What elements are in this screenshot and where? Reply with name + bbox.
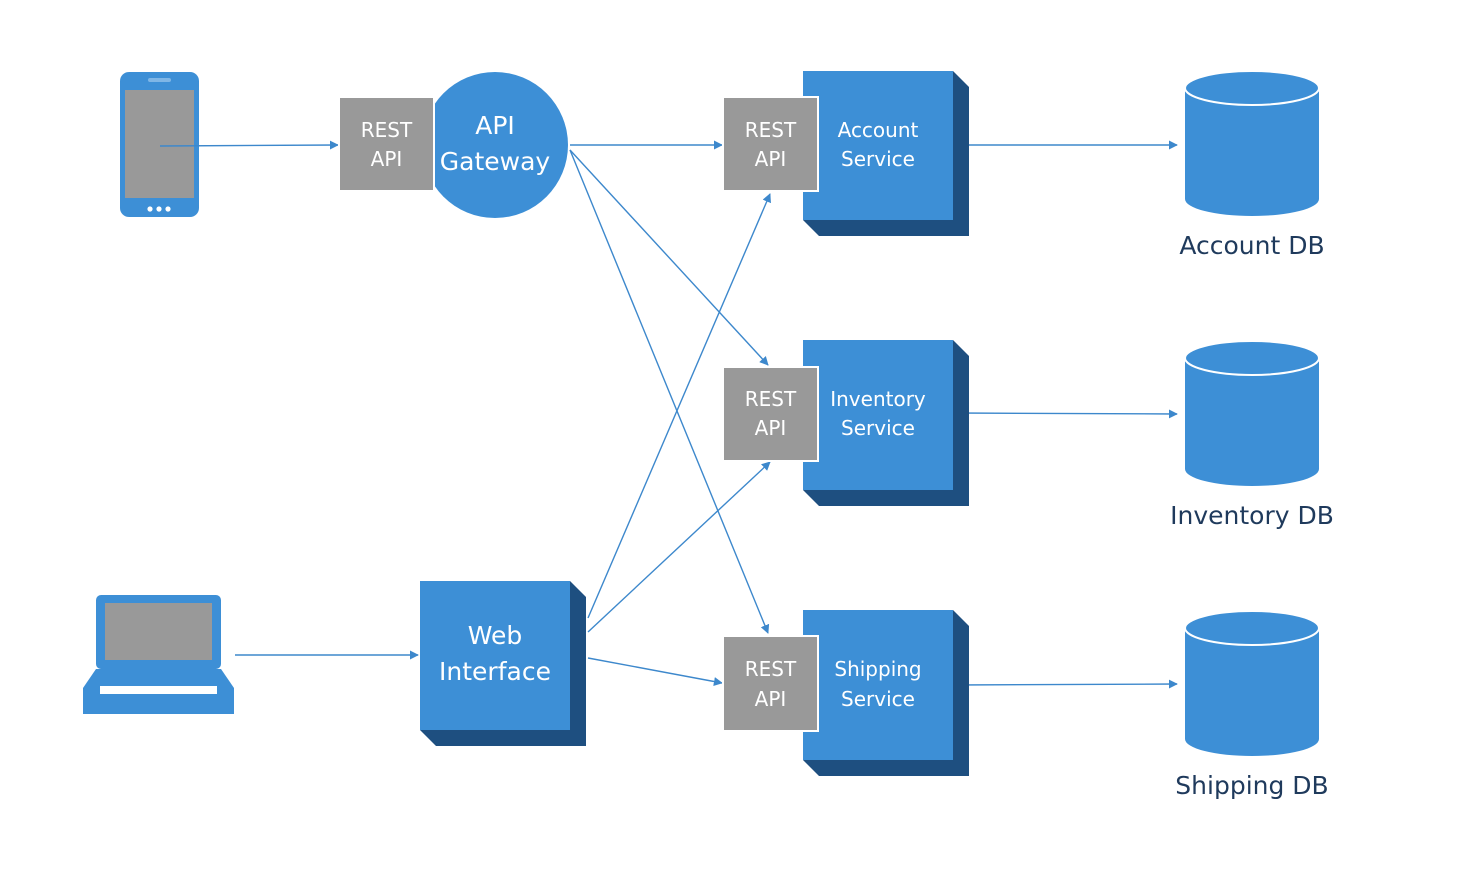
gateway-rest-api-box — [338, 96, 435, 192]
gateway-rest-label: REST — [361, 118, 413, 142]
mobile-phone-icon — [120, 72, 199, 217]
account-service-line1: Account — [838, 118, 919, 142]
web-interface-line1: Web — [468, 621, 523, 650]
inventory-rest-api-box — [722, 366, 819, 462]
web-interface-line2: Interface — [439, 657, 551, 686]
inventory-api-label: API — [755, 416, 787, 440]
gateway-circle — [422, 72, 568, 218]
account-service-box — [803, 71, 953, 220]
inventory-db-label: Inventory DB — [1170, 501, 1334, 530]
shipping-service-line2: Service — [841, 687, 915, 711]
inventory-service: REST API Inventory Service — [722, 340, 969, 506]
shipping-service: REST API Shipping Service — [722, 610, 969, 776]
shipping-rest-api-box — [722, 635, 819, 732]
arrow-inventory-to-db — [954, 409, 1178, 419]
api-gateway: REST API API Gateway — [338, 72, 568, 218]
shipping-db-label: Shipping DB — [1175, 771, 1328, 800]
inventory-service-line2: Service — [841, 416, 915, 440]
inventory-rest-label: REST — [745, 387, 797, 411]
database-icon — [1184, 340, 1320, 486]
account-rest-api-box — [722, 96, 819, 192]
inventory-db: Inventory DB — [1170, 340, 1334, 530]
arrow-gateway-to-inventory — [569, 149, 769, 366]
shipping-rest-label: REST — [745, 657, 797, 681]
database-icon — [1184, 610, 1320, 756]
arrow-mobile-to-gateway — [159, 140, 339, 150]
shipping-db: Shipping DB — [1175, 610, 1329, 800]
arrow-shipping-to-db — [954, 679, 1178, 689]
arrow-web-to-inventory — [587, 461, 771, 633]
account-service-line2: Service — [841, 147, 915, 171]
gateway-title-line2: Gateway — [440, 147, 551, 176]
shipping-service-line1: Shipping — [834, 657, 921, 681]
web-interface: Web Interface — [420, 581, 586, 746]
database-icon — [1184, 70, 1320, 216]
arrow-gateway-to-shipping — [569, 149, 770, 634]
arrow-web-to-shipping — [587, 657, 723, 686]
account-db-label: Account DB — [1179, 231, 1324, 260]
account-db: Account DB — [1179, 70, 1325, 260]
gateway-api-label: API — [371, 147, 403, 171]
gateway-title-line1: API — [475, 111, 515, 140]
inventory-service-line1: Inventory — [830, 387, 926, 411]
account-service: REST API Account Service — [722, 71, 969, 236]
account-api-label: API — [755, 147, 787, 171]
connectors — [159, 140, 1178, 689]
shipping-api-label: API — [755, 687, 787, 711]
inventory-service-box — [803, 340, 953, 490]
laptop-icon — [83, 595, 234, 714]
shipping-service-box — [803, 610, 953, 760]
arrow-web-to-account — [587, 193, 771, 619]
account-rest-label: REST — [745, 118, 797, 142]
web-interface-box — [420, 581, 570, 730]
